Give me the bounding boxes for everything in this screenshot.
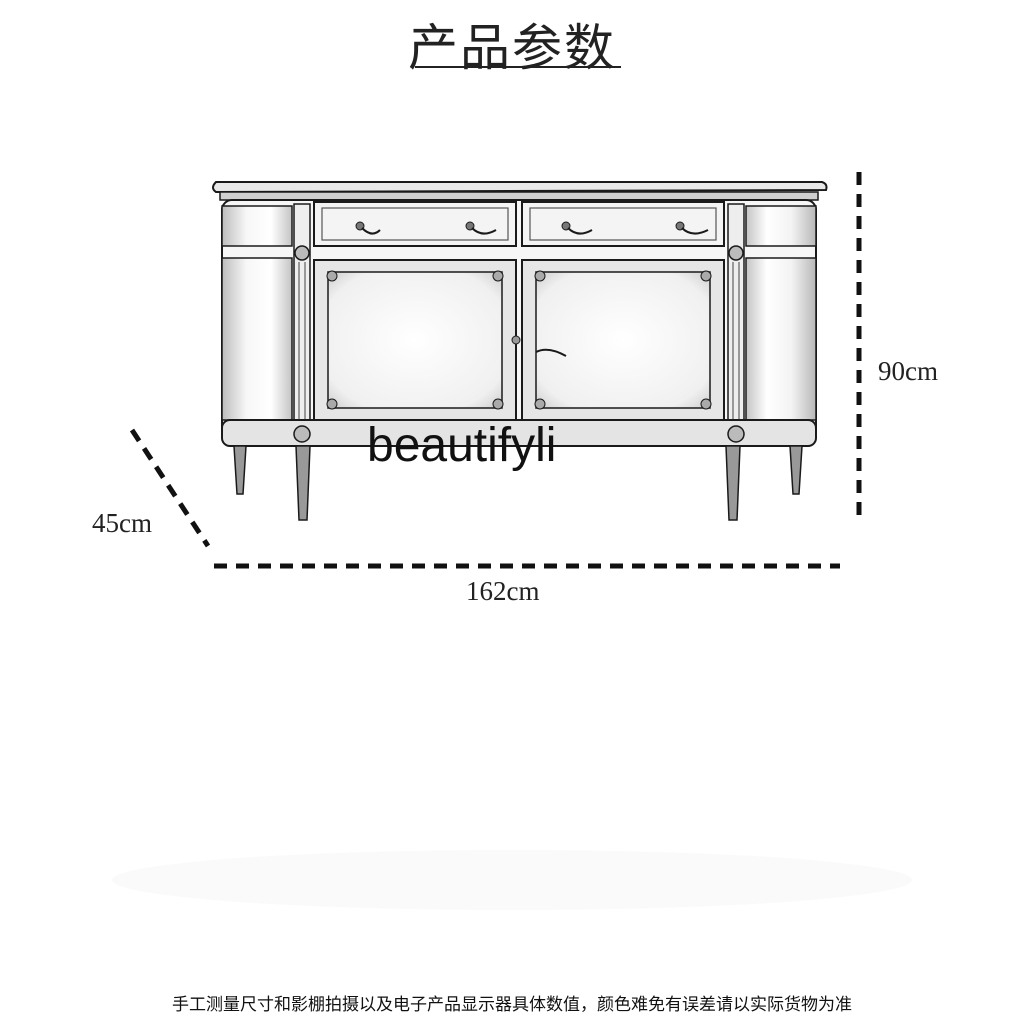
width-label: 162cm bbox=[466, 576, 540, 606]
door-left bbox=[313, 259, 517, 421]
legs bbox=[233, 445, 803, 521]
depth-label: 45cm bbox=[92, 508, 152, 538]
watermark-text: beautifyli bbox=[367, 419, 557, 472]
title-underline bbox=[415, 66, 621, 68]
door-right bbox=[511, 259, 725, 421]
floor-shadow bbox=[112, 850, 912, 910]
cabinet-body bbox=[221, 199, 817, 447]
footnote-disclaimer: 手工测量尺寸和影棚拍摄以及电子产品显示器具体数值，颜色难免有误差请以实际货物为准 bbox=[172, 995, 852, 1015]
cabinet-top bbox=[212, 181, 828, 201]
drawer-left bbox=[313, 201, 517, 247]
drawer-right bbox=[521, 201, 725, 247]
depth-dimension-line bbox=[129, 428, 211, 548]
height-label: 90cm bbox=[878, 356, 938, 386]
